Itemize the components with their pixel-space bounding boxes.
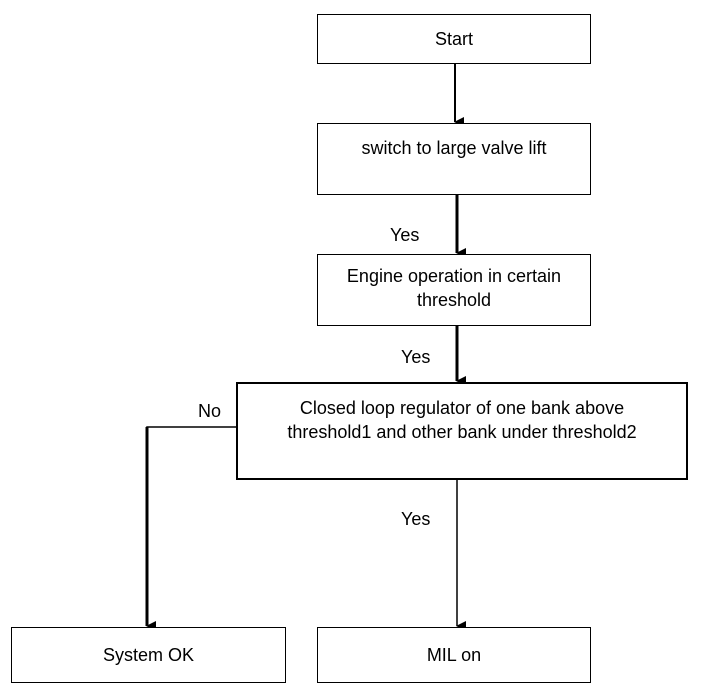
node-closed-loop-label: Closed loop regulator of one bank above …: [287, 398, 637, 442]
node-mil-on: MIL on: [317, 627, 591, 683]
node-engine-operation: Engine operation in certain threshold: [317, 254, 591, 326]
node-switch-valve-lift: switch to large valve lift: [317, 123, 591, 195]
node-engine-label: Engine operation in certain threshold: [346, 266, 562, 310]
node-switch-label: switch to large valve lift: [361, 138, 547, 158]
node-mil-on-label: MIL on: [426, 645, 482, 665]
node-start-label: Start: [434, 29, 473, 49]
edge-label-yes-engine-closed: Yes: [401, 347, 431, 367]
node-start: Start: [317, 14, 591, 64]
edge-label-yes-closed-mil: Yes: [401, 509, 431, 529]
node-closed-loop-decision: Closed loop regulator of one bank above …: [236, 382, 688, 480]
arrow-closed-to-system-ok: [146, 426, 236, 626]
node-system-ok: System OK: [11, 627, 286, 683]
edge-label-no-closed-ok: No: [198, 401, 222, 421]
edge-label-yes-switch-engine: Yes: [390, 225, 420, 245]
node-system-ok-label: System OK: [102, 645, 195, 665]
